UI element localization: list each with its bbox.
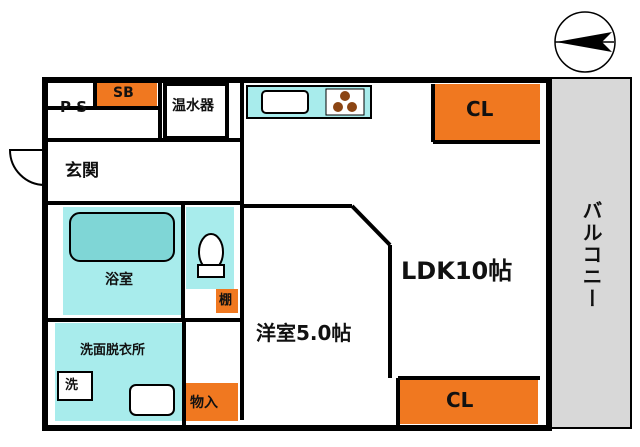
- sb-closet: [97, 82, 157, 106]
- western-room-label: 洋室5.0帖: [256, 321, 352, 345]
- interior-walls: [45, 80, 540, 428]
- closet-bottom: [398, 378, 538, 424]
- burner-icon: [347, 102, 357, 112]
- storage-box: [186, 383, 238, 421]
- entrance-door: [8, 149, 46, 186]
- north-arrow-icon: [554, 11, 616, 73]
- bath-label: 浴室: [105, 272, 133, 288]
- burner-icon: [333, 102, 343, 112]
- storage-label: 物入: [190, 395, 218, 411]
- balcony: [548, 77, 632, 429]
- closet-top: [433, 84, 540, 142]
- water-heater-box: [163, 82, 229, 140]
- sb-label: SB: [113, 85, 134, 101]
- shelf-label: 棚: [219, 293, 233, 308]
- closet-top-label: CL: [466, 97, 494, 121]
- washroom-label: 洗面脱衣所: [80, 343, 146, 358]
- bathtub: [69, 212, 175, 262]
- toilet-tank: [197, 264, 225, 278]
- washer-box: [57, 371, 93, 401]
- kitchen-sink: [261, 90, 309, 114]
- walls: [42, 77, 552, 431]
- washbasin: [129, 384, 175, 416]
- closet-bottom-label: CL: [446, 388, 474, 412]
- shelf-box: [216, 289, 238, 313]
- balcony-label: バルコニー: [579, 200, 603, 310]
- ps-label: P S: [60, 98, 88, 116]
- water-heater-label: 温水器: [172, 98, 214, 114]
- entrance-label: 玄関: [65, 161, 99, 181]
- washer-label: 洗: [65, 378, 79, 393]
- ldk-label: LDK10帖: [401, 257, 513, 285]
- burner-icon: [340, 91, 350, 101]
